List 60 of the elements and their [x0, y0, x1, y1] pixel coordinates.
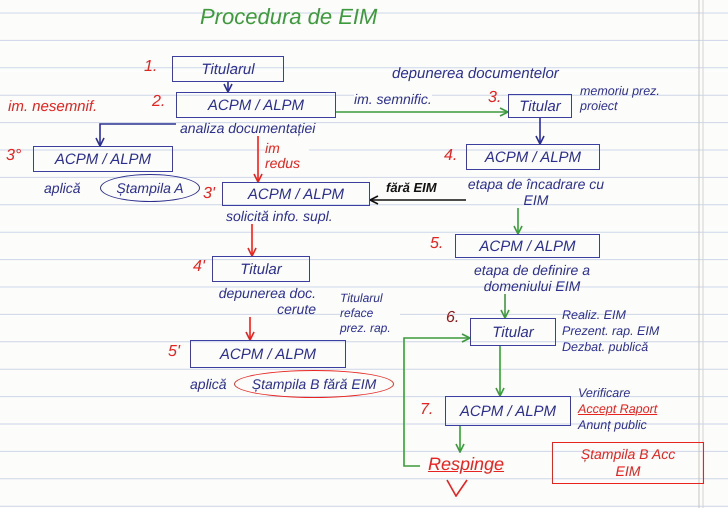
- arrow: [336, 107, 509, 117]
- arrow: [247, 224, 257, 257]
- stamp-box: Ștampila B Acc EIM: [552, 442, 704, 484]
- box-caption: aplică: [190, 376, 228, 392]
- edge-label: im redus: [265, 141, 309, 171]
- process-box: ACPM / ALPM: [190, 340, 346, 368]
- step-number: 4.: [444, 148, 458, 164]
- stamp-oval: Ștampila A: [100, 174, 200, 202]
- step-number: 6.: [446, 310, 460, 326]
- side-note: Prezent. rap. EIM: [562, 324, 660, 339]
- edge-label: Titularul reface prez. rap.: [340, 291, 400, 336]
- step-number: 5.: [430, 236, 444, 252]
- step-number: 3°: [6, 148, 22, 164]
- arrow: [513, 208, 523, 235]
- box-caption: solicită info. supl.: [226, 208, 334, 224]
- process-box: ACPM / ALPM: [445, 396, 571, 426]
- arrow: [455, 426, 465, 453]
- edge-label: fără EIM: [386, 180, 437, 195]
- side-note: Realiz. EIM: [562, 308, 627, 323]
- arrow: [403, 333, 471, 467]
- arrow: [245, 317, 255, 341]
- process-box: ACPM / ALPM: [176, 92, 336, 118]
- step-number: 1.: [144, 59, 158, 75]
- side-note: memoriu prez. proiect: [580, 84, 661, 114]
- box-caption: etapa de încadrare cu EIM: [466, 176, 606, 208]
- side-note: Verificare: [578, 386, 632, 401]
- step-number: 5': [168, 344, 182, 360]
- box-caption: analiza documentației: [180, 120, 317, 136]
- side-note: Anunț public: [578, 418, 648, 433]
- step-number: 3.: [488, 90, 502, 106]
- arrow: [223, 82, 233, 93]
- arrow: [495, 346, 505, 397]
- stamp-oval: Ștampila B fără EIM: [234, 370, 394, 398]
- step-number: 7.: [420, 402, 434, 418]
- edge-label: im. semnific.: [354, 92, 432, 107]
- diagram-title: Procedura de EIM: [200, 4, 378, 30]
- process-box: ACPM / ALPM: [33, 146, 173, 172]
- outcome-text: Respinge: [420, 452, 512, 476]
- step-number: 3': [203, 186, 216, 202]
- box-caption: depunerea doc. cerute: [218, 285, 316, 317]
- edge-label: im. nesemnif.: [8, 99, 98, 114]
- arrow: [535, 118, 545, 145]
- process-box: ACPM / ALPM: [222, 182, 370, 206]
- step-number: 4': [193, 259, 206, 275]
- step-number: 2.: [152, 94, 166, 110]
- process-box: Titularul: [172, 56, 284, 82]
- process-box: Titular: [470, 318, 556, 346]
- process-box: ACPM / ALPM: [466, 144, 600, 170]
- process-box: ACPM / ALPM: [455, 234, 600, 258]
- arrow: [369, 195, 466, 205]
- side-note: Dezbat. publică: [562, 340, 650, 355]
- arrow: [500, 294, 510, 319]
- process-box: Titular: [212, 256, 310, 282]
- arrow: [95, 123, 176, 147]
- process-box: Titular: [508, 94, 572, 118]
- side-note: depunerea documentelor: [392, 66, 560, 82]
- box-caption: aplică: [44, 180, 82, 196]
- arrow: [253, 136, 263, 183]
- box-caption: etapa de definire a domeniului EIM: [473, 262, 591, 294]
- side-note: Accept Raport: [578, 402, 659, 417]
